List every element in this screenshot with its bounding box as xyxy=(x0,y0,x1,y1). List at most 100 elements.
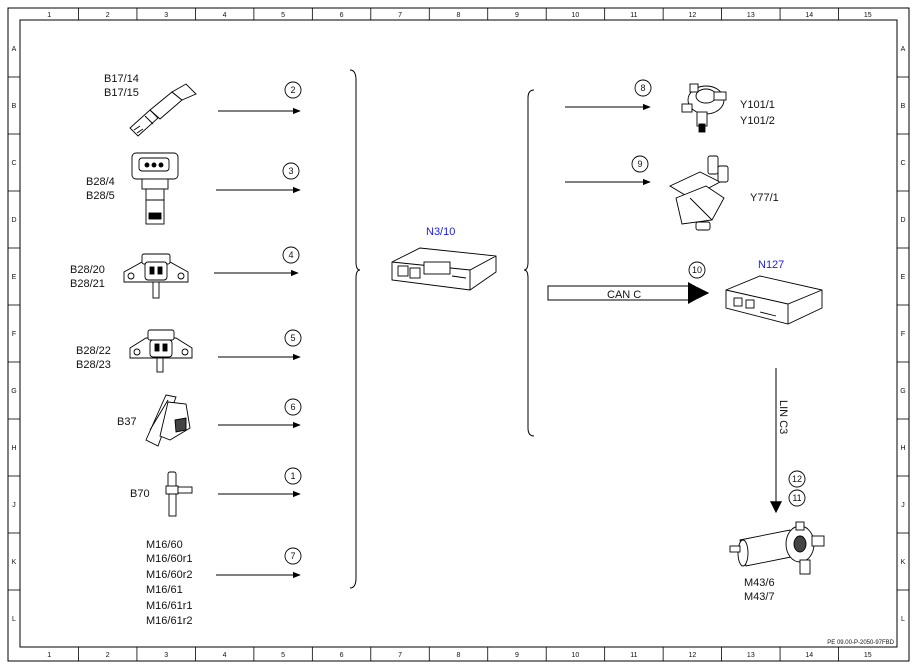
y77-ref: 9 xyxy=(637,159,642,169)
can-bus-ref-circle xyxy=(688,261,706,279)
grid-row-label: F xyxy=(12,331,16,338)
grid-row-label: K xyxy=(901,559,906,566)
grid-row-label: J xyxy=(12,502,16,509)
b37-label: B37 xyxy=(117,416,137,428)
m16-ref: 7 xyxy=(290,551,295,561)
grid-row-label: H xyxy=(11,445,16,452)
b28-4-ref: 3 xyxy=(288,166,293,176)
input-brace xyxy=(349,69,361,589)
grid-column-label: 11 xyxy=(630,12,637,19)
grid-column-label: 14 xyxy=(805,12,813,19)
grid-row-label: F xyxy=(901,331,905,338)
grid-column-label: 2 xyxy=(106,652,110,659)
m16-label-4: M16/61 xyxy=(146,584,183,596)
valve-actuator-icon xyxy=(681,83,727,133)
grid-row-label: A xyxy=(901,46,906,53)
document-reference: PE 09.00-P-2050-97FBD xyxy=(827,640,894,646)
grid-column-label: 5 xyxy=(281,652,285,659)
engine-control-unit-icon xyxy=(391,247,497,291)
grid-row-label: C xyxy=(900,160,905,167)
grid-column-label: 1 xyxy=(47,652,51,659)
module-label: N127 xyxy=(758,259,784,271)
lin-ref-circle-1 xyxy=(788,470,806,488)
grid-column-label: 8 xyxy=(457,12,461,19)
can-bus-ref: 10 xyxy=(692,265,702,275)
grid-column-label: 10 xyxy=(572,12,580,19)
inner-frame xyxy=(19,19,898,648)
crankshaft-sensor-icon xyxy=(165,471,193,517)
m16-ref-circle xyxy=(284,547,302,565)
m16-label-1: M16/60 xyxy=(146,539,183,551)
y101-ref-circle xyxy=(634,79,652,97)
grid-rows-right: A B C D E F G H J K L xyxy=(897,46,909,623)
lin-ref-circle-2 xyxy=(788,489,806,507)
b17-ref-circle xyxy=(284,81,302,99)
pressure-transducer-icon xyxy=(669,155,729,231)
b28-20-ref: 4 xyxy=(288,250,293,260)
grid-column-label: 6 xyxy=(340,652,344,659)
grid-column-label: 6 xyxy=(340,12,344,19)
b28-22-label-1: B28/22 xyxy=(76,345,111,357)
y101-label-2: Y101/2 xyxy=(740,115,775,127)
m16-label-5: M16/61r1 xyxy=(146,600,192,612)
grid-column-label: 3 xyxy=(164,12,168,19)
b28-20-label-2: B28/21 xyxy=(70,278,105,290)
m16-label-2: M16/60r1 xyxy=(146,553,192,565)
output-brace xyxy=(523,89,535,437)
b28-22-ref-circle xyxy=(284,329,302,347)
grid-row-label: E xyxy=(12,274,17,281)
b28-22-label-2: B28/23 xyxy=(76,359,111,371)
b70-label: B70 xyxy=(130,488,150,500)
b37-ref: 6 xyxy=(290,402,295,412)
y77-ref-circle xyxy=(631,155,649,173)
can-bus-connector xyxy=(547,282,710,304)
grid-row-label: E xyxy=(901,274,906,281)
grid-row-label: C xyxy=(11,160,16,167)
grid-column-label: 13 xyxy=(747,12,755,19)
b70-ref: 1 xyxy=(290,471,295,481)
grid-column-label: 8 xyxy=(457,652,461,659)
grid-column-label: 3 xyxy=(164,652,168,659)
y101-ref: 8 xyxy=(640,83,645,93)
grid-row-label: G xyxy=(900,388,905,395)
grid-row-label: H xyxy=(900,445,905,452)
pressure-sensor-icon xyxy=(129,329,193,373)
grid-row-label: L xyxy=(12,616,16,623)
b17-label-1: B17/14 xyxy=(104,73,139,85)
lin-ref-2: 11 xyxy=(792,493,801,503)
b28-20-ref-circle xyxy=(282,246,300,264)
grid-row-label: K xyxy=(12,559,17,566)
accelerator-pedal-icon xyxy=(145,394,191,447)
grid-row-label: D xyxy=(11,217,16,224)
y77-label: Y77/1 xyxy=(750,192,779,204)
b37-ref-circle xyxy=(284,398,302,416)
pressure-sensor-icon xyxy=(123,253,189,299)
lin-ref-1: 12 xyxy=(792,474,802,484)
grid-row-label: D xyxy=(900,217,905,224)
grid-row-label: L xyxy=(901,616,905,623)
grid-column-label: 9 xyxy=(515,12,519,19)
temperature-sensor-icon xyxy=(129,83,197,137)
grid-row-label: B xyxy=(12,103,17,110)
grid-column-label: 15 xyxy=(864,652,872,659)
b28-22-ref: 5 xyxy=(290,333,295,343)
m43-label-2: M43/7 xyxy=(744,591,775,603)
grid-row-label: J xyxy=(901,502,905,509)
grid-column-label: 4 xyxy=(223,652,227,659)
grid-column-label: 9 xyxy=(515,652,519,659)
lin-bus-label: LIN C3 xyxy=(777,400,789,434)
outer-frame xyxy=(7,7,910,662)
b70-ref-circle xyxy=(284,467,302,485)
pump-motor-icon xyxy=(729,521,825,575)
b28-4-ref-circle xyxy=(282,162,300,180)
grid-row-label: G xyxy=(11,388,16,395)
grid-row-label: B xyxy=(901,103,906,110)
m16-label-6: M16/61r2 xyxy=(146,615,192,627)
b17-ref: 2 xyxy=(290,85,295,95)
b17-label-2: B17/15 xyxy=(104,87,139,99)
grid-column-label: 12 xyxy=(688,12,696,19)
grid-column-label: 2 xyxy=(106,12,110,19)
